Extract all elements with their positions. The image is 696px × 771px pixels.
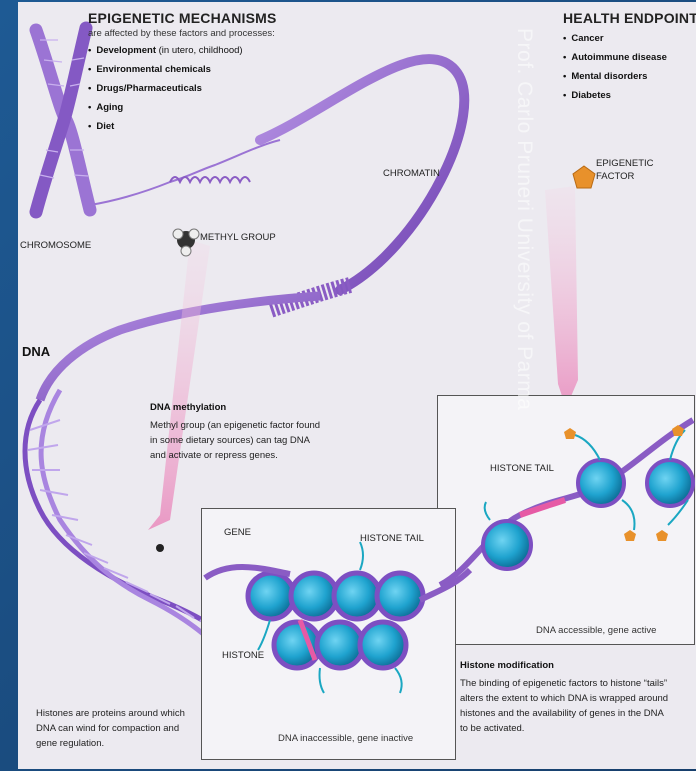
histone-modification-line: histones and the availability of genes i…	[460, 706, 664, 721]
mechanism-item: •Drugs/Pharmaceuticals	[88, 83, 202, 94]
gene-segment-open	[520, 500, 565, 515]
epigenetic-factor-label-1: EPIGENETIC	[596, 158, 654, 169]
methylation-line: in some dietary sources) can tag DNA	[150, 433, 310, 448]
watermark: Prof. Carlo Pruneri University of Parma	[512, 28, 536, 410]
histones-caption-line: DNA can wind for compaction and	[36, 721, 179, 736]
histones-caption-line: Histones are proteins around which	[36, 706, 185, 721]
endpoint-item: •Diabetes	[563, 90, 611, 101]
histone-modification-line: to be activated.	[460, 721, 524, 736]
endpoint-item: •Mental disorders	[563, 71, 647, 82]
histone-label: HISTONE	[222, 650, 264, 661]
endpoint-item: •Cancer	[563, 33, 604, 44]
mechanism-item: •Environmental chemicals	[88, 64, 211, 75]
histones-caption-line: gene regulation.	[36, 736, 104, 751]
histone-modification-line: alters the extent to which DNA is wrappe…	[460, 691, 668, 706]
mechanisms-title: EPIGENETIC MECHANISMS	[88, 10, 277, 26]
endpoints-title: HEALTH ENDPOINTS	[563, 10, 696, 26]
chromosome-label: CHROMOSOME	[20, 240, 91, 251]
histone-modification-line: The binding of epigenetic factors to his…	[460, 676, 667, 691]
histone-tail-center-label: HISTONE TAIL	[360, 533, 424, 544]
methylation-title: DNA methylation	[150, 402, 226, 413]
methylation-line: Methyl group (an epigenetic factor found	[150, 418, 320, 433]
histone-modification-title: Histone modification	[460, 660, 554, 671]
mechanisms-subtitle: are affected by these factors and proces…	[88, 28, 275, 39]
epigenetic-factor-label-2: FACTOR	[596, 171, 634, 182]
methyl-group-label: METHYL GROUP	[200, 232, 276, 243]
histone-icon	[483, 460, 693, 569]
chromatin-label: CHROMATIN	[383, 168, 440, 179]
dna-inaccessible-label: DNA inaccessible, gene inactive	[278, 733, 413, 744]
mechanism-item: •Diet	[88, 121, 114, 132]
endpoint-item: •Autoimmune disease	[563, 52, 667, 63]
methylation-line: and activate or repress genes.	[150, 448, 278, 463]
histone-tail-right-label: HISTONE TAIL	[490, 463, 554, 474]
mechanism-item: •Development (in utero, childhood)	[88, 45, 243, 56]
gene-label: GENE	[224, 527, 251, 538]
dna-label: DNA	[22, 344, 50, 359]
mechanism-item: •Aging	[88, 102, 123, 113]
dna-accessible-label: DNA accessible, gene active	[536, 625, 656, 636]
